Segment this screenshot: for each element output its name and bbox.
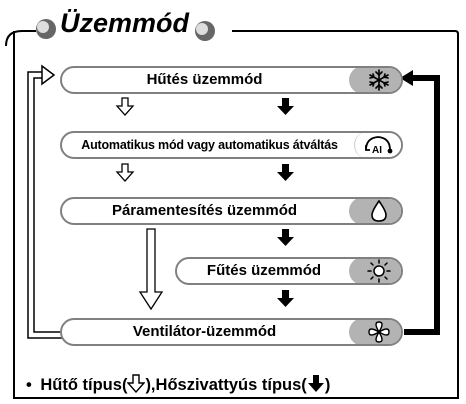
title-bullet-right [195,21,215,41]
legend-cooling-type: Hűtő típus( [40,375,128,394]
mode-auto: Automatikus mód vagy automatikus átváltá… [60,131,403,159]
hollow-arrow-long [138,228,164,311]
solid-arrow-4 [277,290,294,307]
title-bullet-left [5,19,56,47]
hollow-arrow-1 [115,97,135,116]
solid-arrow-icon [307,375,324,392]
snowflake-icon [349,68,401,92]
mode-fan-label: Ventilátor-üzemmód [132,323,277,340]
mode-heating-label: Fűtés üzemmód [206,262,322,279]
mode-cooling-label: Hűtés üzemmód [146,71,263,88]
mode-heating: Fűtés üzemmód [175,257,403,285]
hollow-arrow-icon [126,374,146,394]
mode-dry: Páramentesítés üzemmód [60,197,403,225]
cooling-return-line [27,64,62,339]
solid-arrow-3 [277,229,294,246]
outer-frame [13,30,459,399]
mode-auto-label: Automatikus mód vagy automatikus átváltá… [81,138,338,152]
legend-bullet: • [26,375,32,394]
page-title: Üzemmód [60,8,190,38]
mode-fan: Ventilátor-üzemmód [60,318,403,346]
water-drop-icon [349,199,401,223]
solid-arrow-1 [277,98,294,115]
fan-icon [349,320,401,344]
mode-dry-label: Páramentesítés üzemmód [111,202,298,219]
auto-mode-icon-text: AI [372,145,382,156]
legend-heatpump-type: Hőszivattyús típus( [155,375,307,394]
auto-mode-icon: AI [354,133,401,157]
solid-arrow-2 [277,164,294,181]
hollow-arrow-2 [115,163,135,182]
heatpump-return-line [400,70,440,335]
legend: • Hűtő típus(), Hőszivattyús típus() [26,372,330,397]
mode-cooling: Hűtés üzemmód [60,66,403,94]
sun-icon [349,259,401,283]
legend-separator: ), [145,375,156,394]
legend-close: ) [324,375,331,394]
